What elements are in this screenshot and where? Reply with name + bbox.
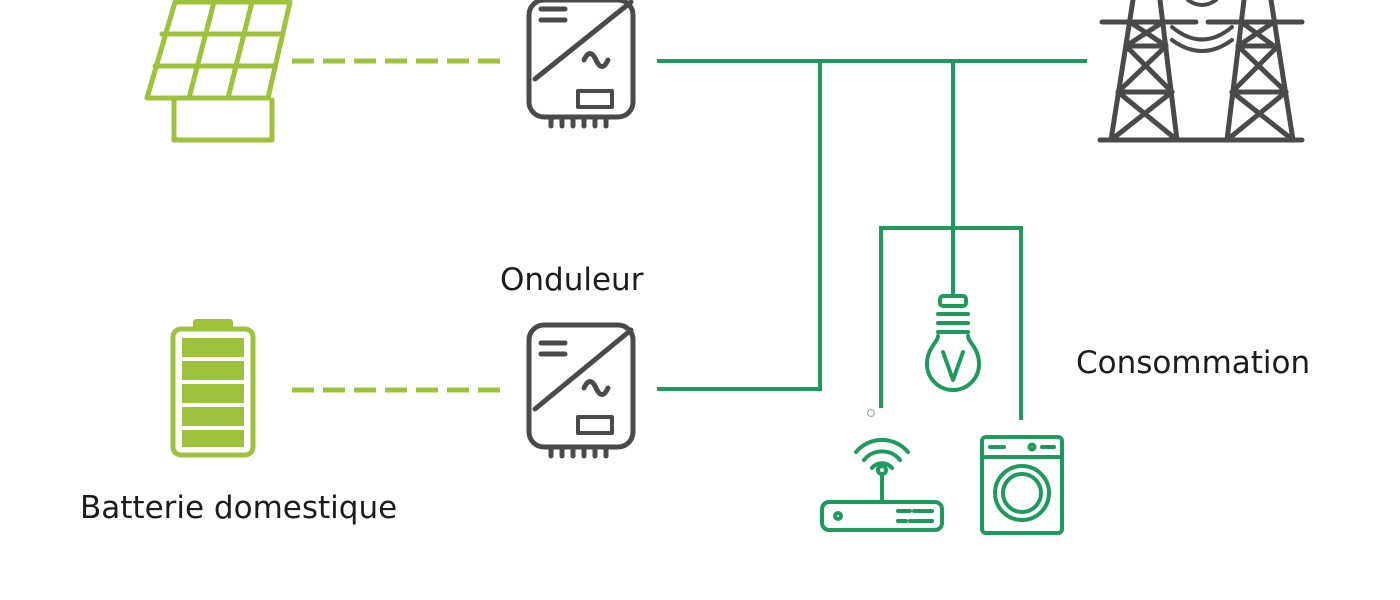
ac-network — [657, 59, 1087, 420]
battery-icon — [170, 319, 256, 458]
consumption-branch-line — [879, 226, 1023, 420]
dc-links — [292, 58, 500, 393]
inverter-icon-top — [526, 0, 636, 129]
battery-label: Batterie domestique — [80, 490, 398, 526]
junction-dot — [866, 408, 876, 418]
inverter-label: Onduleur — [500, 262, 644, 298]
wifi-router-icon — [820, 437, 944, 532]
washing-machine-icon — [980, 435, 1064, 535]
solar-panel-icon — [144, 0, 293, 143]
inverter-icon-bottom — [526, 322, 636, 459]
consumption-label: Consommation — [1076, 345, 1311, 381]
battery-inverter-line — [657, 61, 822, 391]
light-bulb-icon — [925, 294, 981, 392]
power-pylon-icon — [1097, 0, 1305, 143]
